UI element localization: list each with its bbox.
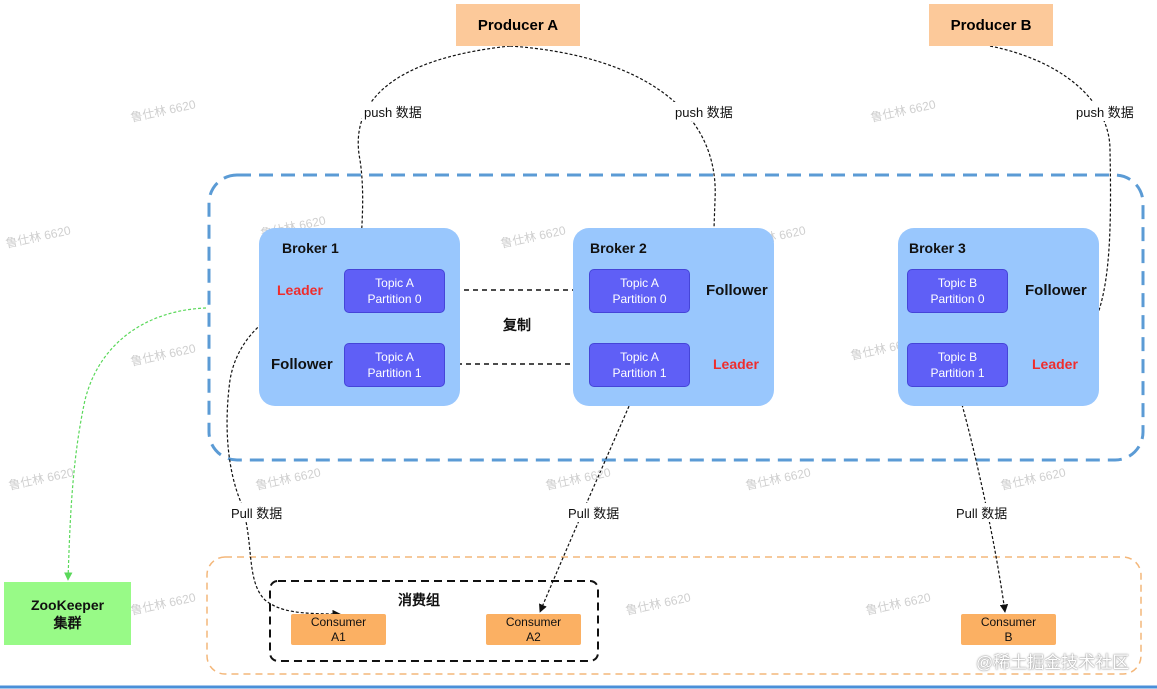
broker-2-title: Broker 2	[590, 240, 647, 256]
edge-label-pull: Pull 数据	[229, 503, 285, 522]
partition-index: Partition 1	[612, 366, 667, 380]
consumer-id: B	[1004, 629, 1013, 644]
partition-topic: Topic A	[375, 350, 414, 364]
partition-topic: Topic A	[620, 350, 659, 364]
broker-1-role-top: Leader	[277, 282, 323, 298]
zookeeper-cluster-node: ZooKeeper 集群	[4, 582, 131, 645]
broker-3-role-bottom: Leader	[1032, 356, 1078, 372]
consumer-a2-node: Consumer A2	[486, 614, 581, 645]
broker-1-partition-1: Topic A Partition 1	[344, 343, 445, 387]
consumer-group-boundary	[269, 580, 599, 662]
partition-index: Partition 1	[367, 366, 422, 380]
partition-index: Partition 0	[612, 292, 667, 306]
producer-a-node: Producer A	[456, 4, 580, 46]
edge-label-replicate: 复制	[503, 317, 531, 333]
edge-cluster-to-zookeeper	[64, 307, 207, 581]
broker-1-role-bottom: Follower	[271, 356, 333, 373]
consumer-label: Consumer	[980, 614, 1037, 629]
edge-label-push: push 数据	[1074, 102, 1136, 121]
site-watermark: @稀土掘金技术社区	[976, 653, 1130, 672]
consumer-id: A1	[331, 629, 346, 644]
edge-label-pull: Pull 数据	[954, 503, 1010, 522]
partition-topic: Topic B	[937, 350, 978, 364]
partition-topic: Topic B	[937, 276, 978, 290]
broker-2-role-bottom: Leader	[713, 356, 759, 372]
partition-topic: Topic A	[375, 276, 414, 290]
broker-3-partition-0: Topic B Partition 0	[907, 269, 1008, 313]
broker-3-partition-1: Topic B Partition 1	[907, 343, 1008, 387]
partition-index: Partition 1	[930, 366, 985, 380]
zookeeper-label: ZooKeeper	[30, 596, 105, 613]
edge-label-push: push 数据	[673, 102, 735, 121]
edge-pull-broker3-to-consumer-b	[957, 389, 1009, 613]
partition-index: Partition 0	[367, 292, 422, 306]
partition-index: Partition 0	[930, 292, 985, 306]
zookeeper-cluster-label: 集群	[53, 614, 82, 631]
producer-b-node: Producer B	[929, 4, 1053, 46]
broker-1-title: Broker 1	[282, 240, 339, 256]
consumer-a1-node: Consumer A1	[291, 614, 386, 645]
broker-3-role-top: Follower	[1025, 282, 1087, 299]
edge-producer-a-to-broker2-p1	[509, 45, 716, 363]
consumer-label: Consumer	[310, 614, 367, 629]
broker-1-partition-0: Topic A Partition 0	[344, 269, 445, 313]
broker-2-partition-1: Topic A Partition 1	[589, 343, 690, 387]
kafka-cluster-boundary	[207, 173, 1145, 462]
consumer-b-node: Consumer B	[961, 614, 1056, 645]
consumer-group-title: 消费组	[398, 592, 440, 608]
edge-label-pull: Pull 数据	[566, 503, 622, 522]
edge-label-push: push 数据	[362, 102, 424, 121]
broker-3-title: Broker 3	[909, 240, 966, 256]
consumer-id: A2	[526, 629, 541, 644]
broker-2-partition-0: Topic A Partition 0	[589, 269, 690, 313]
partition-topic: Topic A	[620, 276, 659, 290]
consumer-label: Consumer	[505, 614, 562, 629]
broker-2-role-top: Follower	[706, 282, 768, 299]
consumer-area-boundary	[206, 556, 1142, 675]
